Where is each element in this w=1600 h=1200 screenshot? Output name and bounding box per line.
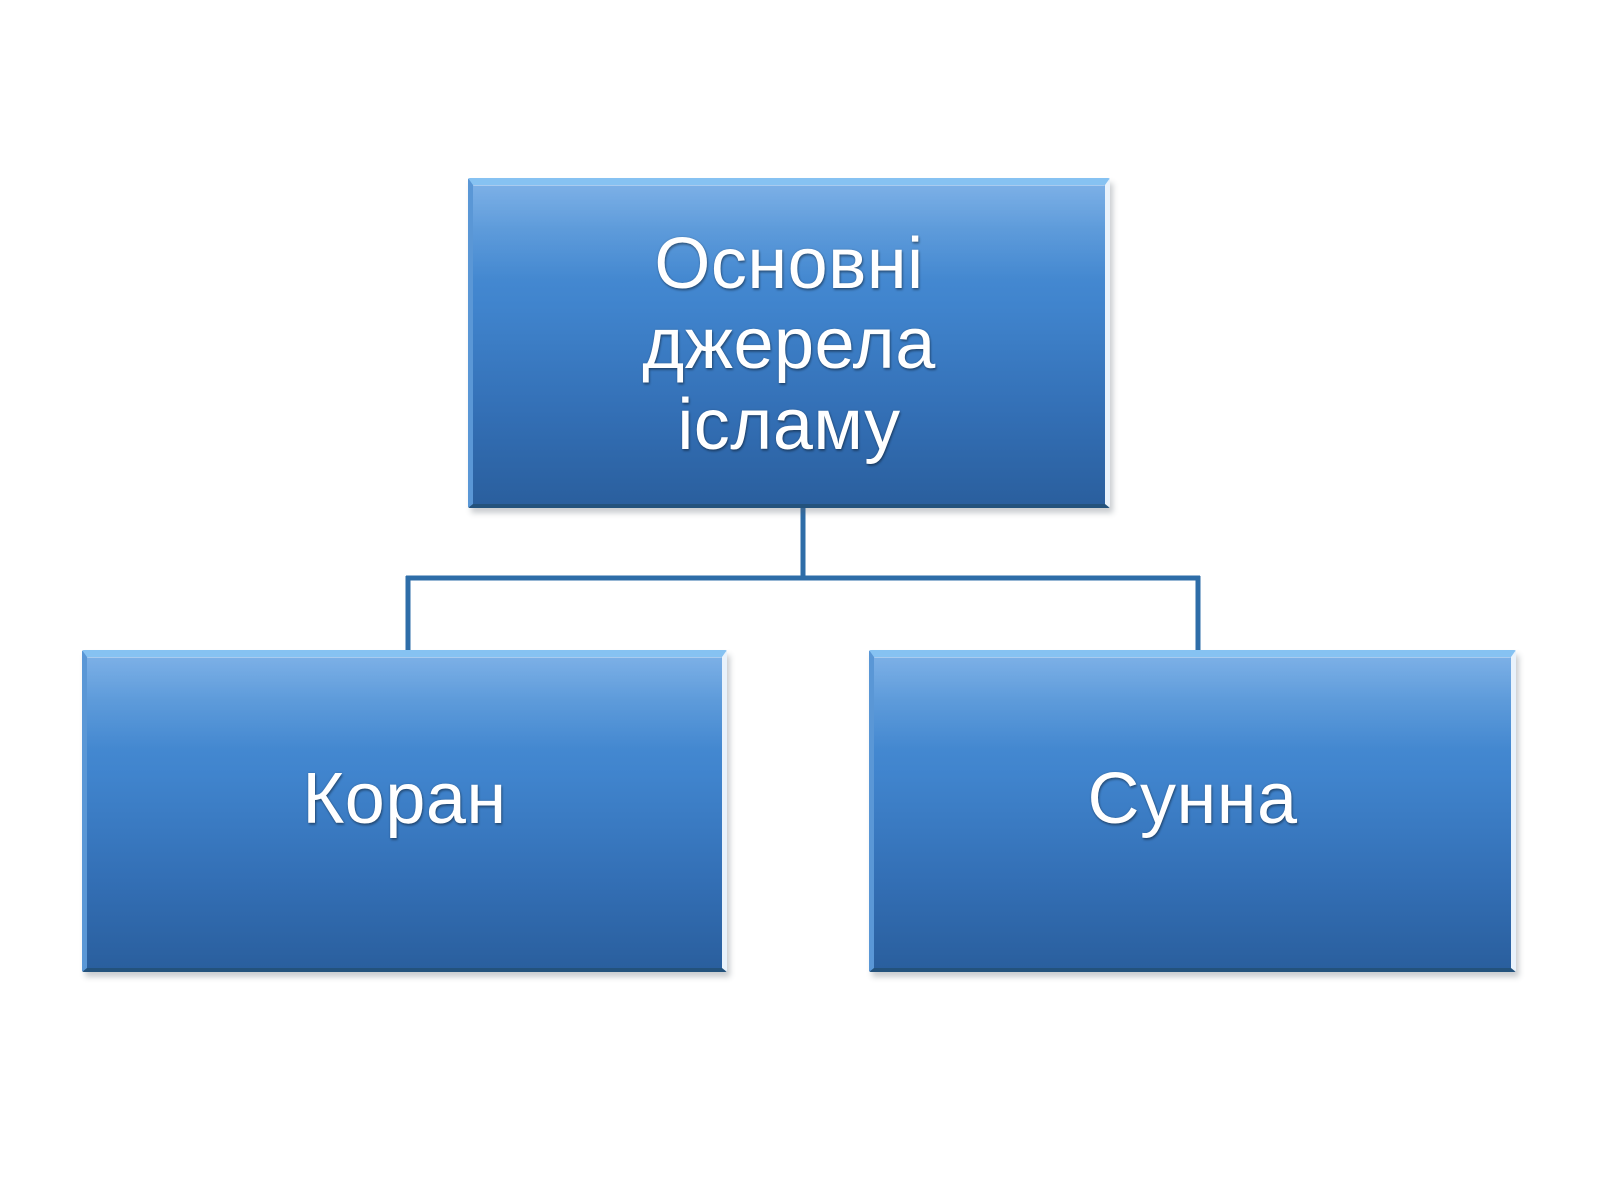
- node-root-main-sources[interactable]: Основні джерела ісламу: [468, 178, 1110, 508]
- node-root-label: Основні джерела ісламу: [642, 223, 936, 465]
- node-quran[interactable]: Коран: [82, 650, 727, 972]
- node-sunnah-label: Сунна: [1087, 759, 1298, 840]
- node-quran-label: Коран: [302, 759, 507, 840]
- node-sunnah[interactable]: Сунна: [869, 650, 1516, 972]
